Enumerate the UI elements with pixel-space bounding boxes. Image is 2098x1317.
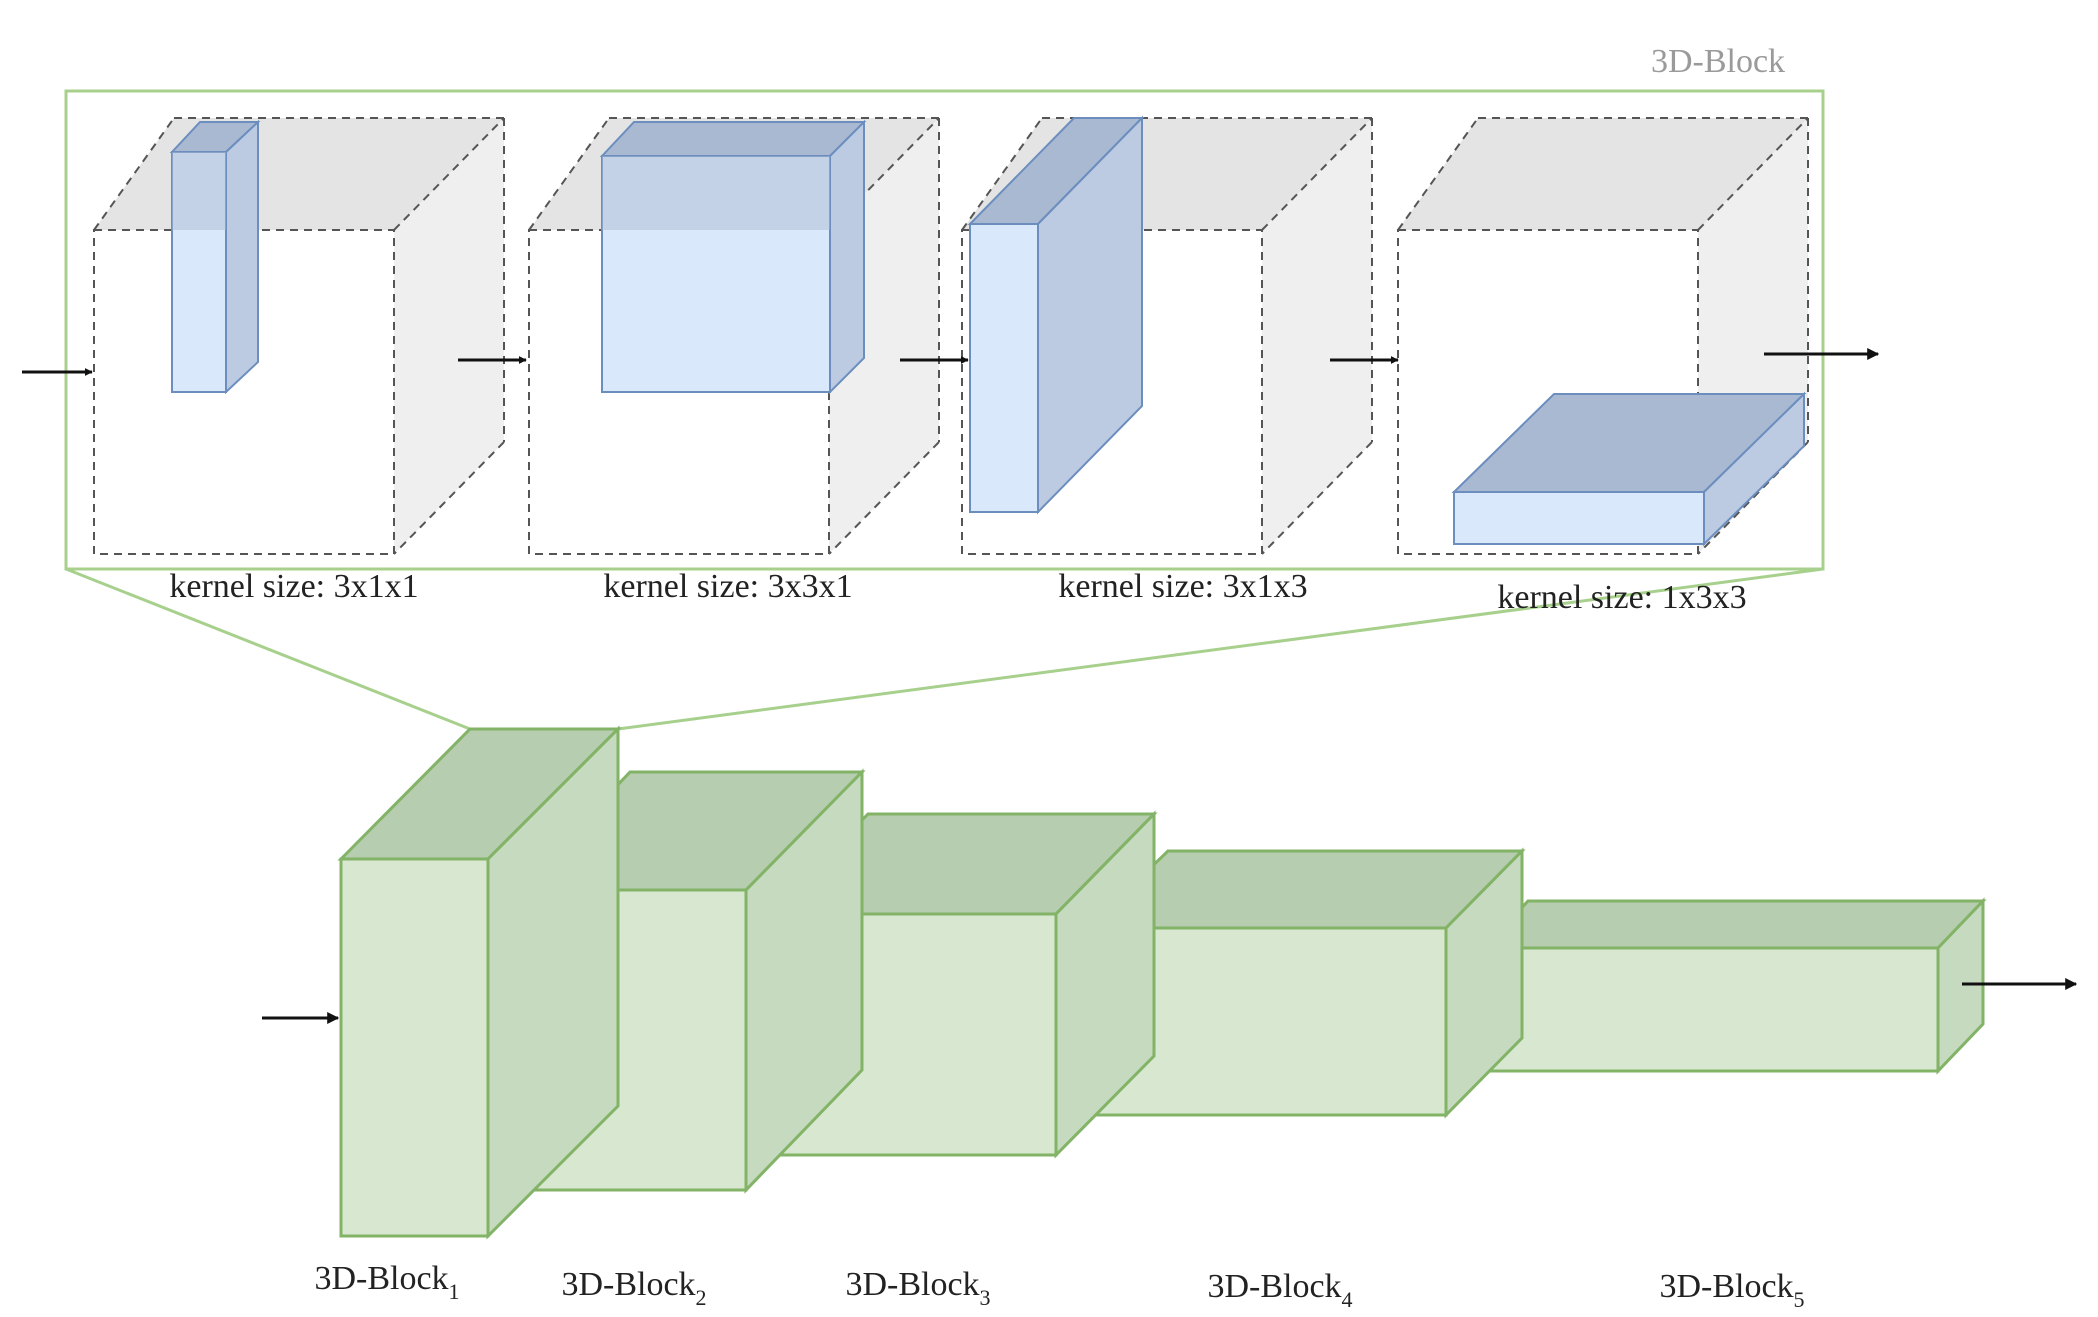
- detail-panel-frame: [64, 89, 1825, 571]
- block-5: [1481, 897, 1987, 1075]
- kernel-3x1x1: [169, 119, 261, 395]
- detail-panel: 3D-Block kernel size: 3x1x1: [22, 43, 1880, 731]
- block-1: [337, 725, 622, 1240]
- pipeline: 3D-Block1 3D-Block2 3D-Block3 3D-Block4 …: [262, 725, 2078, 1312]
- block-label-1: 3D-Block1: [314, 1260, 459, 1304]
- zoom-line-left: [65, 567, 471, 731]
- kernel-label-3: kernel size: 3x1x3: [1058, 568, 1307, 605]
- block-label-5: 3D-Block5: [1659, 1268, 1804, 1312]
- block-label-3: 3D-Block3: [845, 1266, 990, 1310]
- kernel-3x1x3: [967, 115, 1145, 515]
- zoom-line-right: [617, 567, 1824, 731]
- kernel-3x3x1: [599, 119, 867, 395]
- kernel-label-2: kernel size: 3x3x1: [603, 568, 852, 605]
- kernel-1x3x3: [1451, 391, 1807, 547]
- block-label-4: 3D-Block4: [1207, 1268, 1352, 1312]
- block-label-2: 3D-Block2: [561, 1266, 706, 1310]
- detail-panel-title: 3D-Block: [1651, 43, 1785, 80]
- kernel-label-1: kernel size: 3x1x1: [169, 568, 418, 605]
- block-2: [514, 768, 866, 1194]
- feature-cube-1: [93, 117, 505, 555]
- kernel-label-4: kernel size: 1x3x3: [1497, 579, 1746, 616]
